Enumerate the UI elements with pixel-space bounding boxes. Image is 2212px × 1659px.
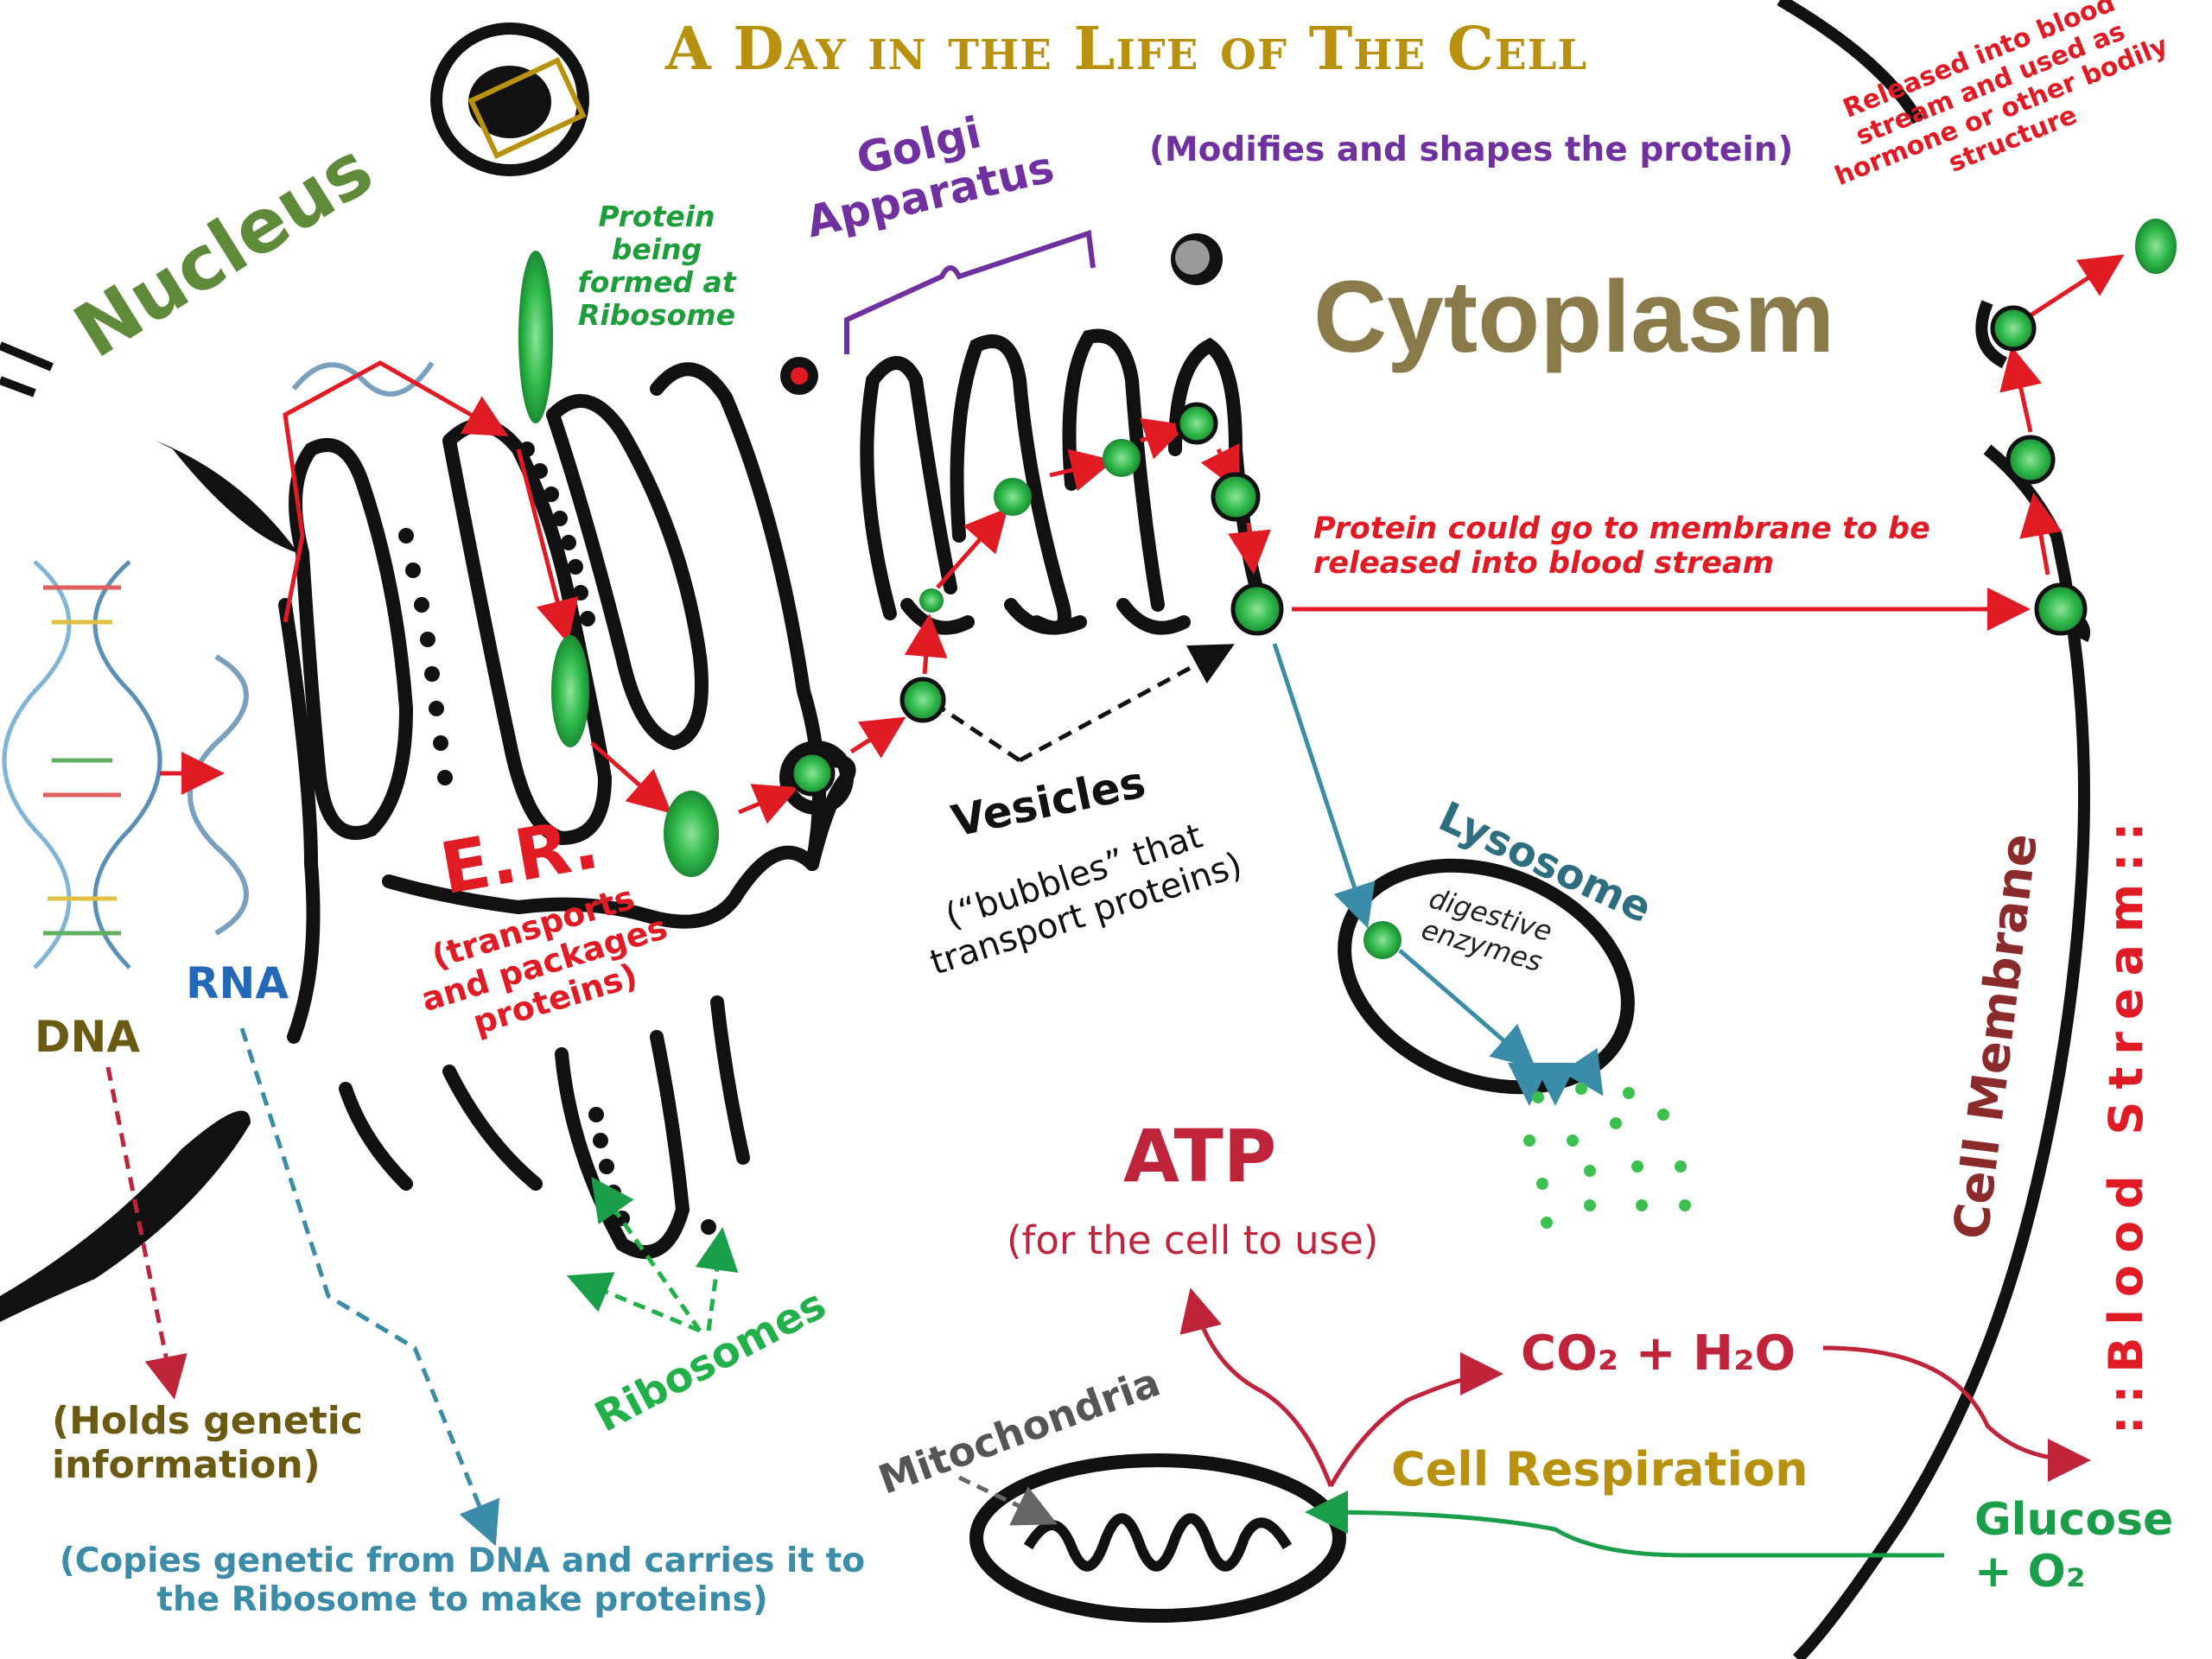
co2-arrow: [1328, 1352, 1503, 1488]
mitochondria-dashed-arrow: [957, 1475, 1058, 1526]
glucose-arrow: [1305, 1491, 1944, 1558]
nuclear-envelope-lower: [0, 1110, 251, 1322]
dna-dashed-arrow: [105, 1066, 188, 1400]
golgi-desc: (Modifies and shapes the protein): [1149, 130, 1794, 169]
red-arrow-vesicle: [849, 716, 906, 759]
dna-label: DNA: [35, 1012, 141, 1062]
protein-blobs: [518, 219, 2177, 959]
co2-h2o-label: CO₂ + H₂O: [1521, 1325, 1796, 1382]
glucose-label: Glucose + O₂: [1974, 1494, 2174, 1598]
nucleus-edge: [0, 341, 54, 397]
atp-label: ATP: [1123, 1114, 1277, 1198]
co2-to-blood-arrow: [1822, 1345, 2091, 1482]
endoplasmic-reticulum: [278, 362, 856, 1259]
golgi-apparatus: [860, 328, 1268, 635]
teal-arrow-to-lysosome: [1272, 643, 1376, 929]
cytoplasm-label: Cytoplasm: [1313, 260, 1835, 374]
rna-dashed-arrow: [239, 1027, 499, 1547]
red-arrow-golgi-6: [1228, 522, 1271, 575]
protein-membrane-label: Protein could go to membrane to be relea…: [1313, 512, 1930, 582]
digested-particles: [1523, 1083, 1691, 1229]
cell-membrane-main: [1793, 300, 2090, 1659]
atp-desc: (for the cell to use): [1007, 1217, 1379, 1263]
dna-helix-icon: [2, 560, 162, 969]
holds-genetic-label: (Holds genetic information): [52, 1399, 363, 1487]
copies-genetic-label: (Copies genetic from DNA and carries it …: [59, 1541, 866, 1619]
nuclear-envelope: [156, 441, 298, 553]
golgi-bracket: [844, 229, 1096, 354]
mitochondria: [969, 1453, 1346, 1623]
nucleolus: [430, 22, 589, 176]
rna-top-icon: [291, 361, 435, 397]
ribosome-dashed-arrows: [566, 1176, 739, 1333]
red-arrow-nucleus-path: [283, 360, 509, 623]
red-arrow-golgi-2: [936, 507, 1008, 589]
cell-respiration-label: Cell Respiration: [1391, 1442, 1808, 1497]
rna-label: RNA: [186, 958, 289, 1008]
cristae: [1023, 1513, 1293, 1572]
red-arrow-golgi-1: [904, 613, 948, 675]
red-arrow-er-2: [590, 741, 672, 814]
red-arrow-golgi-3: [1049, 448, 1115, 492]
red-arrow-er-3: [738, 784, 799, 824]
page-title: A Day in the Life of The Cell: [665, 15, 1588, 84]
red-arrow-membrane-up-1: [2019, 493, 2063, 575]
red-arrow-er-1: [516, 448, 579, 644]
red-arrow-membrane-up-2: [1999, 346, 2043, 433]
cell-membrane: [1777, 0, 1924, 124]
red-arrow-golgi-4: [1140, 417, 1188, 460]
vesicle-dashed-arrow: [940, 648, 1227, 763]
red-arrow-release: [2029, 254, 2125, 318]
rna-strand-icon: [188, 654, 249, 936]
protein-ribosome-label: Protein being formed at Ribosome: [577, 200, 736, 332]
blood-stream-label: ::Blood Stream::: [2099, 810, 2153, 1434]
atp-arrow: [1179, 1287, 1333, 1487]
